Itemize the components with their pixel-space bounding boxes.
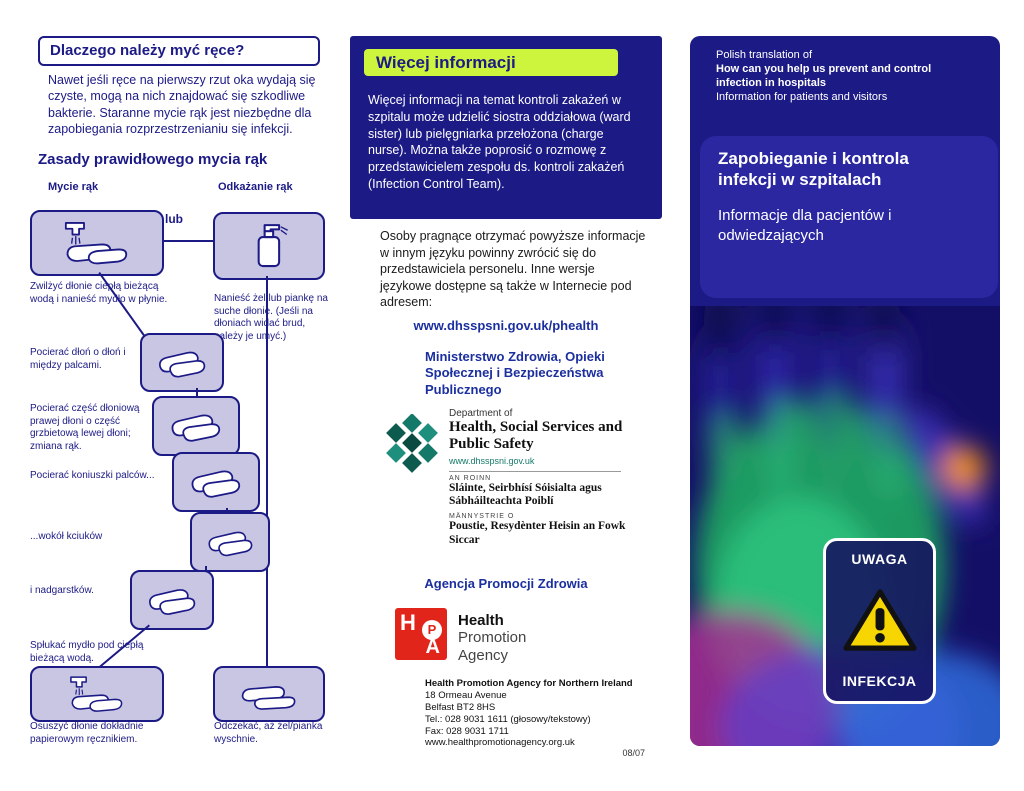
address-line: www.healthpromotionagency.org.uk (425, 737, 575, 749)
cover-top-block: Polish translation of How can you help u… (690, 36, 1000, 306)
address-line: Tel.: 028 9031 1611 (głosowy/tekstowy) (425, 713, 591, 725)
hpa-letter-p: P (422, 620, 442, 640)
step-illustration-air-dry (213, 666, 325, 722)
step-illustration-wrists (130, 570, 214, 630)
dhssps-hexagon-icon (386, 414, 438, 473)
hpa-logo-icon: H P A (395, 608, 447, 660)
connector-line (160, 240, 213, 242)
dhssps-logo: Department of Health, Social Services an… (383, 408, 653, 547)
cover-subtitle: Informacje dla pacjentów i odwiedzającyc… (718, 207, 892, 244)
address-line: Belfast BT2 8HS (425, 701, 496, 713)
step-illustration-wet-hands (30, 210, 164, 276)
cover-title: Zapobieganie i kontrola infekcji w szpit… (718, 149, 909, 190)
hpa-address-block: Health Promotion Agency for Northern Ire… (425, 678, 655, 749)
step-caption-dry: Osuszyć dłonie dokładnie papierowym ręcz… (30, 721, 144, 745)
step-illustration-rub-backs (152, 396, 240, 456)
translation-note: Polish translation of (716, 49, 812, 61)
agency-heading: Agencja Promocji Zdrowia (424, 576, 588, 591)
rubbing-hands-icon (148, 341, 216, 385)
phealth-url: www.dhsspsni.gov.uk/phealth (413, 318, 599, 333)
step-caption-rub1: Pocierać dłoń o dłoń i między palcami. (30, 347, 126, 371)
hpa-name-line3: Agency (458, 646, 509, 664)
step-caption-gel: Nanieść żel lub piankę na suche dłonie. … (214, 293, 328, 342)
connector-line (226, 508, 228, 514)
dhssps-url: www.dhsspsni.gov.uk (449, 456, 535, 466)
wash-hands-icon (42, 673, 153, 715)
address-line: Health Promotion Agency for Northern Ire… (425, 678, 633, 689)
soap-bottle-icon (223, 220, 315, 271)
left-panel-intro: Nawet jeśli ręce na pierwszy rzut oka wy… (48, 73, 316, 136)
step-illustration-rinse (30, 666, 164, 722)
address-line: 18 Ormeau Avenue (425, 689, 507, 701)
cover-title-box: Zapobieganie i kontrola infekcji w szpit… (700, 136, 998, 298)
connector-line (205, 566, 207, 572)
warning-top-label: UWAGA (851, 551, 908, 567)
flat-hands-icon (223, 673, 315, 715)
more-info-text: Więcej informacji na temat kontroli zaka… (368, 93, 631, 191)
hpa-logo-text: Health Promotion Agency (458, 612, 526, 664)
dhssps-dept-label: Department of (449, 408, 513, 419)
english-subtitle: Information for patients and visitors (716, 91, 888, 103)
english-title: How can you help us prevent and control … (716, 63, 932, 90)
irish-label: AN ROINN (449, 475, 492, 482)
warning-triangle-icon (842, 589, 917, 651)
or-label: lub (165, 212, 183, 226)
step-illustration-fingertips (172, 452, 260, 512)
step-caption-wet: Zwilżyć dłonie ciepłą bieżącą wodą i nan… (30, 281, 168, 305)
step-caption-wrists: i nadgarstków. (30, 585, 94, 596)
column-label-washing: Mycie rąk (48, 181, 99, 193)
step-illustration-rub-palms (140, 333, 224, 392)
date-code: 08/07 (622, 748, 645, 758)
step-caption-rinse: Spłukać mydło pod ciepłą bieżącą wodą. (30, 640, 144, 664)
irish-name: Sláinte, Seirbhísí Sóisialta agus Sábhái… (449, 482, 602, 508)
rubbing-hands-icon (160, 404, 231, 449)
more-info-box: Więcej informacji Więcej informacji na t… (350, 36, 662, 219)
connector-line (196, 388, 198, 396)
address-line: Fax: 028 9031 1711 (425, 725, 509, 737)
wash-hands-icon (42, 218, 153, 268)
hpa-letter-a: A (425, 636, 440, 658)
step-caption-rub2: Pocierać część dłoniową prawej dłoni o c… (30, 403, 140, 452)
column-label-sanitising: Odkażanie rąk (218, 181, 293, 193)
other-languages-text: Osoby pragnące otrzymać powyższe informa… (380, 229, 646, 309)
logo-divider (449, 471, 621, 472)
more-info-title: Więcej informacji (364, 49, 618, 76)
step-illustration-thumbs (190, 512, 270, 572)
hpa-name-line1: Health (458, 612, 504, 629)
step-caption-thumbs: ...wokół kciuków (30, 531, 103, 542)
step-caption-wait: Odczekać, aż żel/pianka wyschnie. (214, 721, 323, 745)
dhssps-name: Health, Social Services and Public Safet… (449, 419, 623, 452)
ulster-label: MÄNNYSTRIE O (449, 513, 515, 521)
step-caption-tips: Pocierać koniuszki palców... (30, 470, 155, 481)
hpa-logo: H P A (395, 608, 447, 660)
rubbing-hands-icon (180, 460, 251, 505)
thermal-hand-image: UWAGA INFEKCJA (690, 306, 1000, 746)
warning-bottom-label: INFEKCJA (842, 673, 917, 689)
ulster-name: Poustie, Resydènter Heisin an Fowk Sicca… (449, 520, 626, 546)
step-illustration-gel-bottle (213, 212, 325, 280)
rubbing-hands-icon (198, 520, 263, 565)
infection-warning-box: UWAGA INFEKCJA (823, 538, 936, 704)
hpa-name-line2: Promotion (458, 629, 527, 647)
left-panel-title: Dlaczego należy myć ręce? (38, 36, 320, 66)
rubbing-hands-icon (138, 578, 206, 623)
hpa-letter-h: H (400, 610, 416, 635)
connector-line (266, 276, 268, 666)
ministry-heading: Ministerstwo Zdrowia, Opieki Społecznej … (425, 349, 605, 397)
handwash-rules-heading: Zasady prawidłowego mycia rąk (38, 151, 268, 168)
